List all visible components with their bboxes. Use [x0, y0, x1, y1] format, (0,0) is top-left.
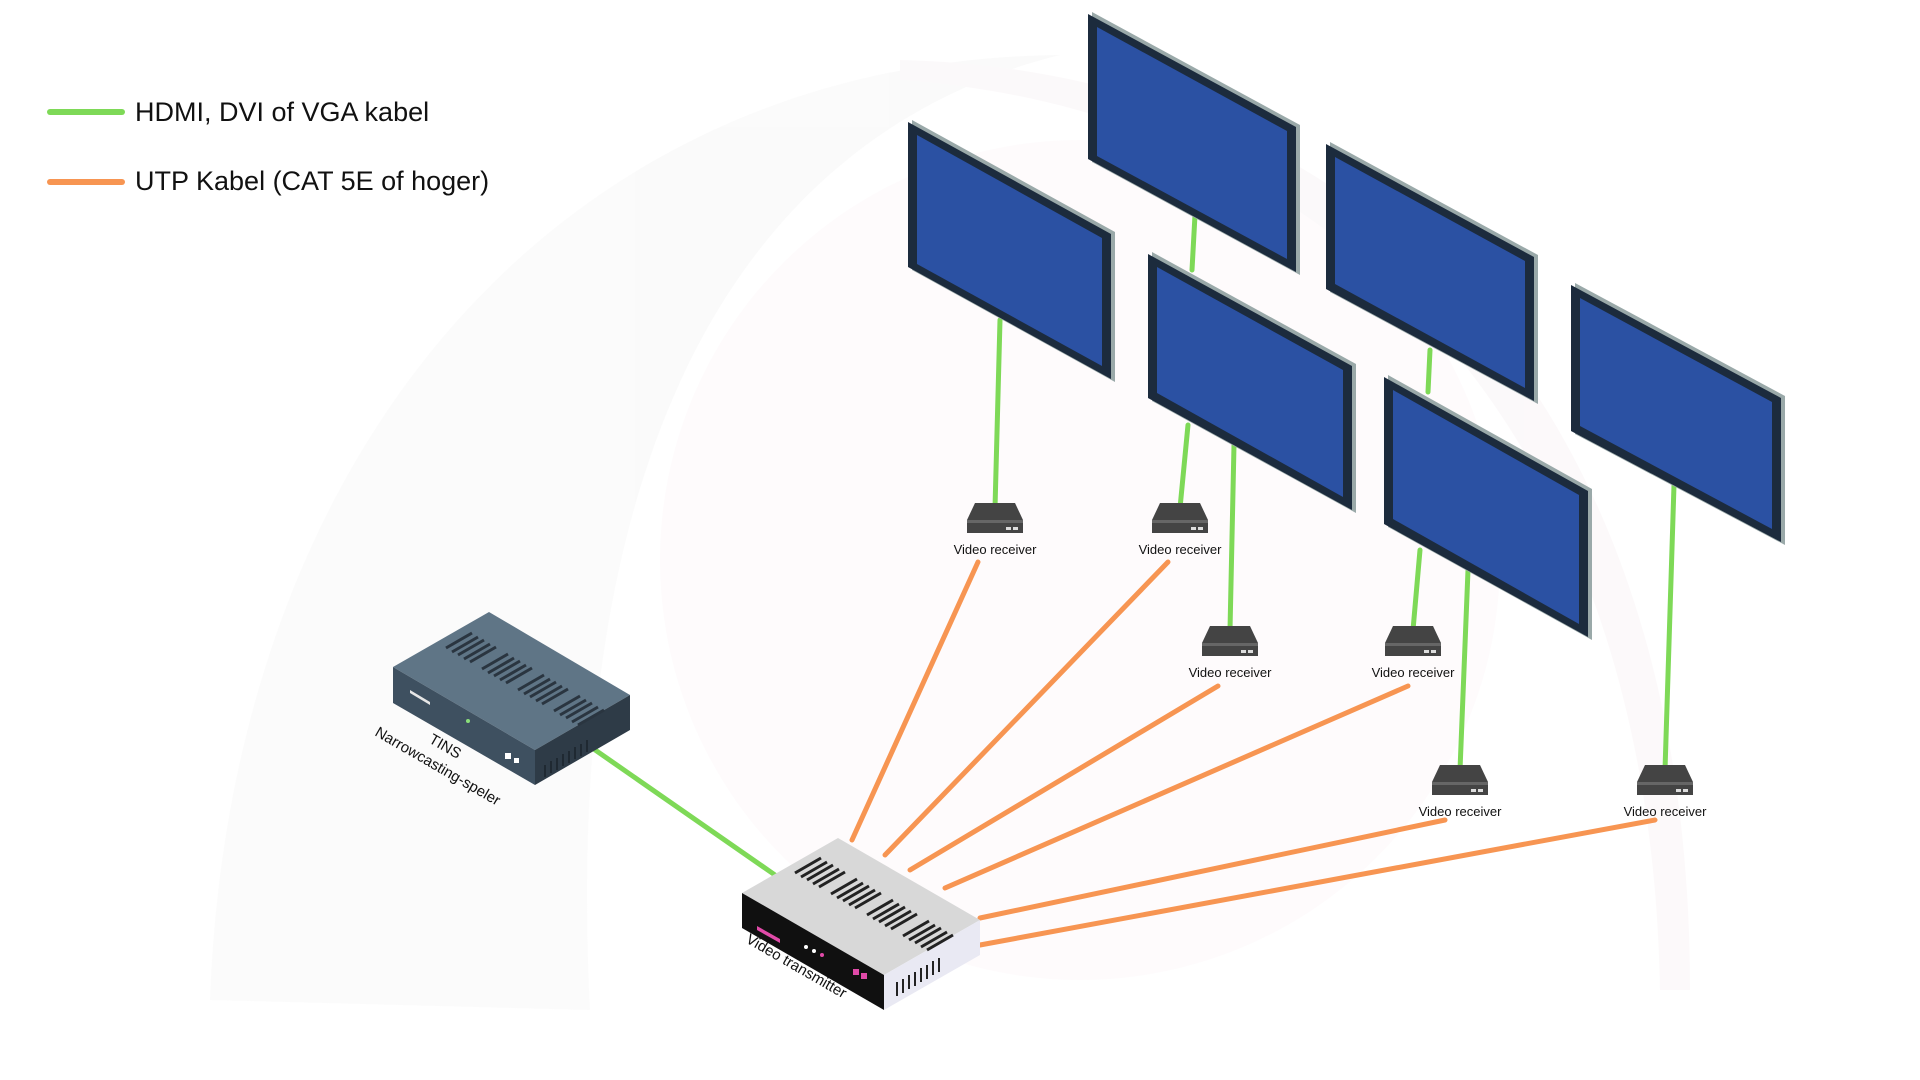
video-receiver-5: Video receiver	[1419, 765, 1503, 819]
hdmi-cables	[585, 212, 1677, 878]
screen-back-center	[1088, 12, 1300, 275]
hdmi-cable-screen-5	[1425, 347, 1433, 395]
screen-middle-right	[1571, 283, 1785, 545]
player-vents	[445, 631, 605, 727]
video-receiver-label: Video receiver	[1419, 804, 1503, 819]
hdmi-cable-player	[585, 742, 778, 878]
screens	[908, 12, 1785, 640]
video-receiver-4: Video receiver	[1372, 626, 1456, 680]
video-receiver-6: Video receiver	[1624, 765, 1708, 819]
hdmi-cable-screen-1	[992, 317, 1003, 511]
utp-cable-2	[882, 559, 1171, 858]
video-receiver-1: Video receiver	[954, 503, 1038, 557]
video-receiver-label: Video receiver	[1624, 804, 1708, 819]
legend-utp-label: UTP Kabel (CAT 5E of hoger)	[135, 166, 489, 196]
video-receiver-2: Video receiver	[1139, 503, 1223, 557]
video-transmitter: Video transmitter	[742, 838, 980, 1010]
utp-cable-4	[942, 683, 1411, 891]
video-receiver-label: Video receiver	[954, 542, 1038, 557]
screen-front	[1384, 375, 1592, 640]
screen-back-right	[1326, 142, 1538, 404]
screen-back-left	[908, 120, 1115, 382]
utp-cable-1	[849, 559, 981, 843]
legend-hdmi-label: HDMI, DVI of VGA kabel	[135, 97, 429, 127]
video-receiver-label: Video receiver	[1372, 665, 1456, 680]
utp-cable-6	[977, 817, 1658, 948]
hdmi-cable-screen-2	[1189, 212, 1198, 273]
video-receivers: Video receiver Video receiver Video rece…	[954, 503, 1708, 819]
screen-middle-left	[1148, 252, 1356, 513]
video-receiver-3: Video receiver	[1189, 626, 1273, 680]
hdmi-cable-screen-8	[1662, 482, 1677, 773]
hdmi-cable-screen-6	[1410, 547, 1423, 633]
utp-cable-3	[907, 683, 1221, 873]
transmitter-vents	[794, 856, 954, 952]
hdmi-cable-screen-3	[1177, 422, 1191, 511]
utp-cables	[849, 559, 1658, 948]
legend: HDMI, DVI of VGA kabel UTP Kabel (CAT 5E…	[47, 97, 489, 196]
utp-cable-5	[977, 817, 1448, 921]
video-receiver-label: Video receiver	[1139, 542, 1223, 557]
video-receiver-label: Video receiver	[1189, 665, 1273, 680]
hdmi-cable-screen-7	[1457, 567, 1471, 773]
hdmi-cable-screen-4	[1227, 442, 1237, 633]
